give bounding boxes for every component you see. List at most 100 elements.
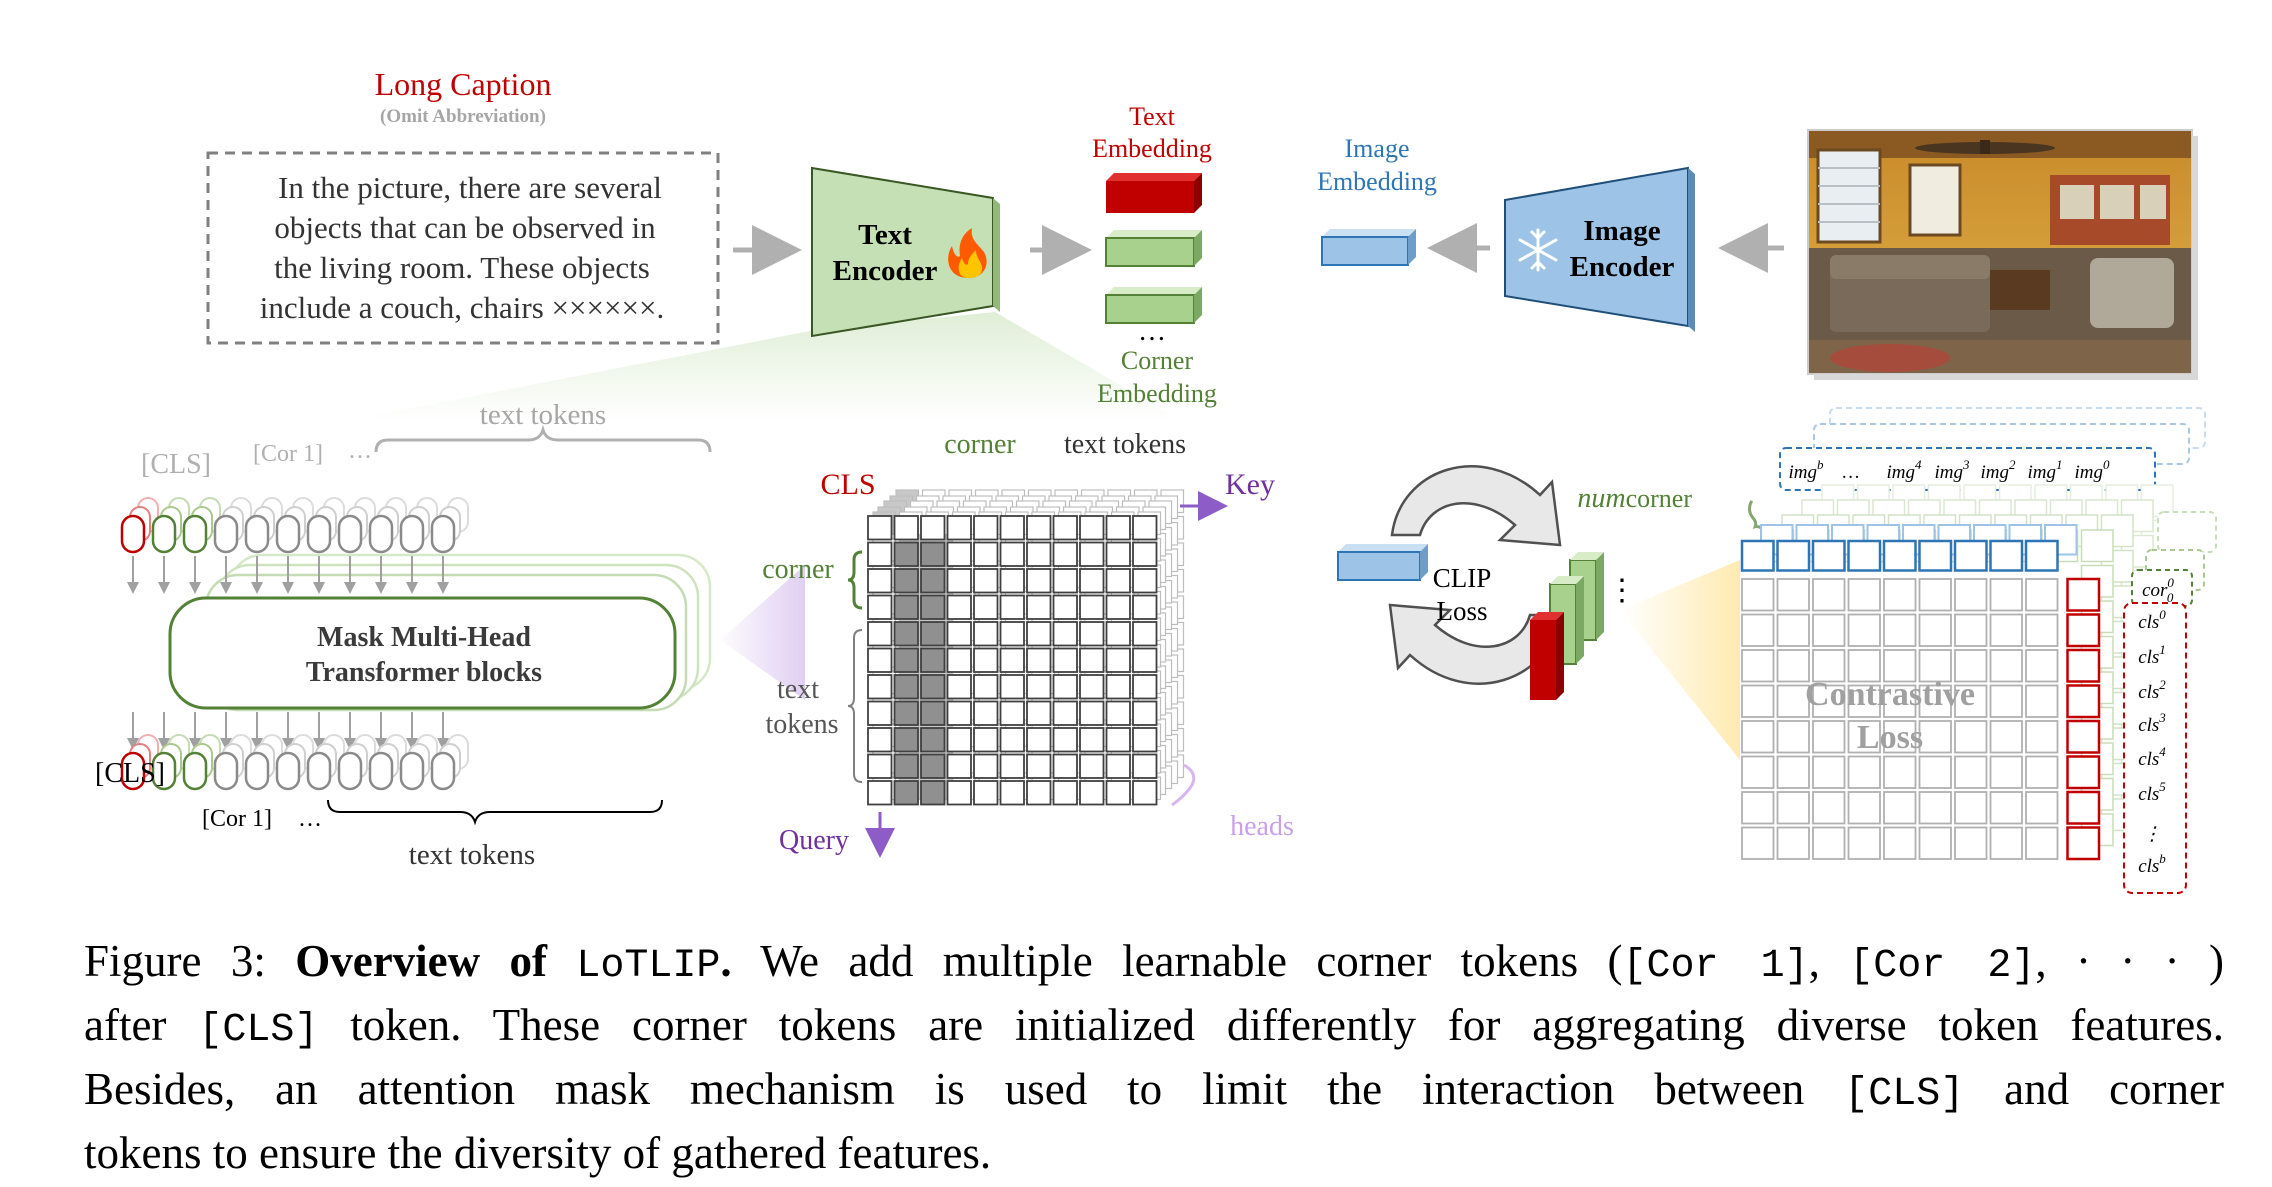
- score-cell-r6-c4: [1883, 791, 1917, 825]
- attention-cell-r1-c6: [1026, 541, 1052, 567]
- long-caption-line-2: objects that can be observed in: [274, 210, 656, 245]
- attention-cell-r3-c5: [999, 594, 1025, 620]
- attention-cell-r4-c8: [1079, 621, 1105, 647]
- attn-corner-left: corner: [762, 554, 834, 585]
- attention-cell-r7-c1: [893, 700, 919, 726]
- score-cell-r4-c5: [1918, 720, 1952, 754]
- score-cell-r7-c7: [1989, 826, 2023, 860]
- attention-cell-r4-c2: [920, 621, 946, 647]
- attention-cell-r2-c9: [1105, 568, 1131, 594]
- attention-cell-r0-c6: [1026, 515, 1052, 541]
- attention-cell-r0-c7: [1052, 515, 1078, 541]
- cls-label-box: [2123, 602, 2187, 894]
- score-cell-r5-c1: [1776, 755, 1810, 789]
- score-cell-r7-c3: [1847, 826, 1881, 860]
- score-cell-r7-c4: [1883, 826, 1917, 860]
- bottom-token-3: [213, 751, 239, 791]
- attn-text-tokens-top: text tokens: [1064, 429, 1186, 460]
- score-cell-r0-c5: [1918, 578, 1952, 612]
- score-cell-r2-c7: [1989, 649, 2023, 683]
- cor1-bottom-label: [Cor 1]: [202, 806, 272, 832]
- attention-cell-r6-c10: [1132, 674, 1158, 700]
- attention-cell-r10-c4: [973, 780, 999, 806]
- attention-cell-r4-c6: [1026, 621, 1052, 647]
- cls-feature-cell-1: [2066, 613, 2101, 648]
- top-token-9: [399, 514, 425, 554]
- attn-query: Query: [779, 825, 849, 856]
- top-token-4: [244, 514, 270, 554]
- score-cell-r7-c0: [1741, 826, 1775, 860]
- text-left-brace: [847, 629, 863, 783]
- figure-caption: Figure 3: Overview of LoTLIP. We add mul…: [84, 932, 2224, 1183]
- cls-feature-cell-5: [2066, 755, 2101, 790]
- attention-cell-r6-c5: [999, 674, 1025, 700]
- attention-cell-r10-c3: [946, 780, 972, 806]
- score-cell-r1-c7: [1989, 613, 2023, 647]
- attention-cell-r0-c9: [1105, 515, 1131, 541]
- attention-cell-r4-c9: [1105, 621, 1131, 647]
- attn-cls: CLS: [820, 468, 875, 501]
- cls-label-3: cls3: [2138, 710, 2166, 736]
- score-cell-r4-c3: [1847, 720, 1881, 754]
- clip-loss-label-1: CLIP: [1433, 563, 1492, 593]
- caption-line-1: Figure 3: Overview of LoTLIP. We add mul…: [84, 936, 2224, 989]
- bottom-token-5: [275, 751, 301, 791]
- attention-cell-r2-c10: [1132, 568, 1158, 594]
- attention-cell-r0-c10: [1132, 515, 1158, 541]
- cls-label-2: cls2: [2138, 677, 2166, 703]
- attention-cell-r6-c1: [893, 674, 919, 700]
- score-cell-r5-c3: [1847, 755, 1881, 789]
- cls-feature-cell-6: [2066, 790, 2101, 825]
- attention-cell-r0-c5: [999, 515, 1025, 541]
- bottom-token-row: [120, 751, 456, 791]
- funnel-contrastive: [1620, 560, 1740, 760]
- attention-cell-r1-c2: [920, 541, 946, 567]
- img-feature-cell-8: [2024, 539, 2059, 572]
- cls-label-0: cls0: [2138, 607, 2166, 633]
- image-encoder-label-2: Encoder: [1570, 251, 1675, 283]
- attention-mask-grid: [867, 515, 1158, 806]
- attention-cell-r9-c1: [893, 753, 919, 779]
- attention-cell-r2-c5: [999, 568, 1025, 594]
- clip-loss-label-2: Loss: [1436, 596, 1487, 626]
- attention-cell-r4-c7: [1052, 621, 1078, 647]
- attention-cell-r9-c6: [1026, 753, 1052, 779]
- bottom-token-arrows: [127, 712, 449, 750]
- corner-embedding-dots: …: [1138, 316, 1166, 347]
- dots-bottom-label: …: [298, 806, 322, 832]
- long-caption-line-3: the living room. These objects: [274, 250, 650, 285]
- attention-cell-r5-c5: [999, 647, 1025, 673]
- score-cell-r1-c2: [1812, 613, 1846, 647]
- score-cell-r6-c8: [2025, 791, 2059, 825]
- cls-feature-cell-7: [2066, 826, 2101, 861]
- attention-cell-r7-c9: [1105, 700, 1131, 726]
- cls-label-4: cls4: [2138, 744, 2166, 770]
- bottom-token-8: [368, 751, 394, 791]
- score-cell-r0-c0: [1741, 578, 1775, 612]
- attention-cell-r9-c0: [867, 753, 893, 779]
- score-cell-r7-c5: [1918, 826, 1952, 860]
- attention-cell-r3-c9: [1105, 594, 1131, 620]
- score-cell-r1-c6: [1954, 613, 1988, 647]
- cls-top-label: [CLS]: [141, 449, 211, 480]
- score-cell-r7-c8: [2025, 826, 2059, 860]
- score-cell-r4-c7: [1989, 720, 2023, 754]
- top-token-row: [120, 514, 456, 554]
- attention-cell-r6-c4: [973, 674, 999, 700]
- attention-cell-r8-c6: [1026, 727, 1052, 753]
- attention-cell-r2-c2: [920, 568, 946, 594]
- text-embedding-label-1: Text: [1129, 102, 1176, 131]
- attention-cell-r7-c4: [973, 700, 999, 726]
- attention-cell-r7-c5: [999, 700, 1025, 726]
- long-caption-line-4: include a couch, chairs ××××××.: [260, 290, 664, 325]
- image-embedding-label-2: Embedding: [1317, 167, 1437, 196]
- score-cell-r1-c3: [1847, 613, 1881, 647]
- attention-cell-r1-c10: [1132, 541, 1158, 567]
- attention-cell-r3-c7: [1052, 594, 1078, 620]
- score-cell-r1-c1: [1776, 613, 1810, 647]
- corner-left-brace: [847, 550, 863, 610]
- attention-cell-r5-c2: [920, 647, 946, 673]
- score-cell-r4-c6: [1954, 720, 1988, 754]
- score-cell-r0-c4: [1883, 578, 1917, 612]
